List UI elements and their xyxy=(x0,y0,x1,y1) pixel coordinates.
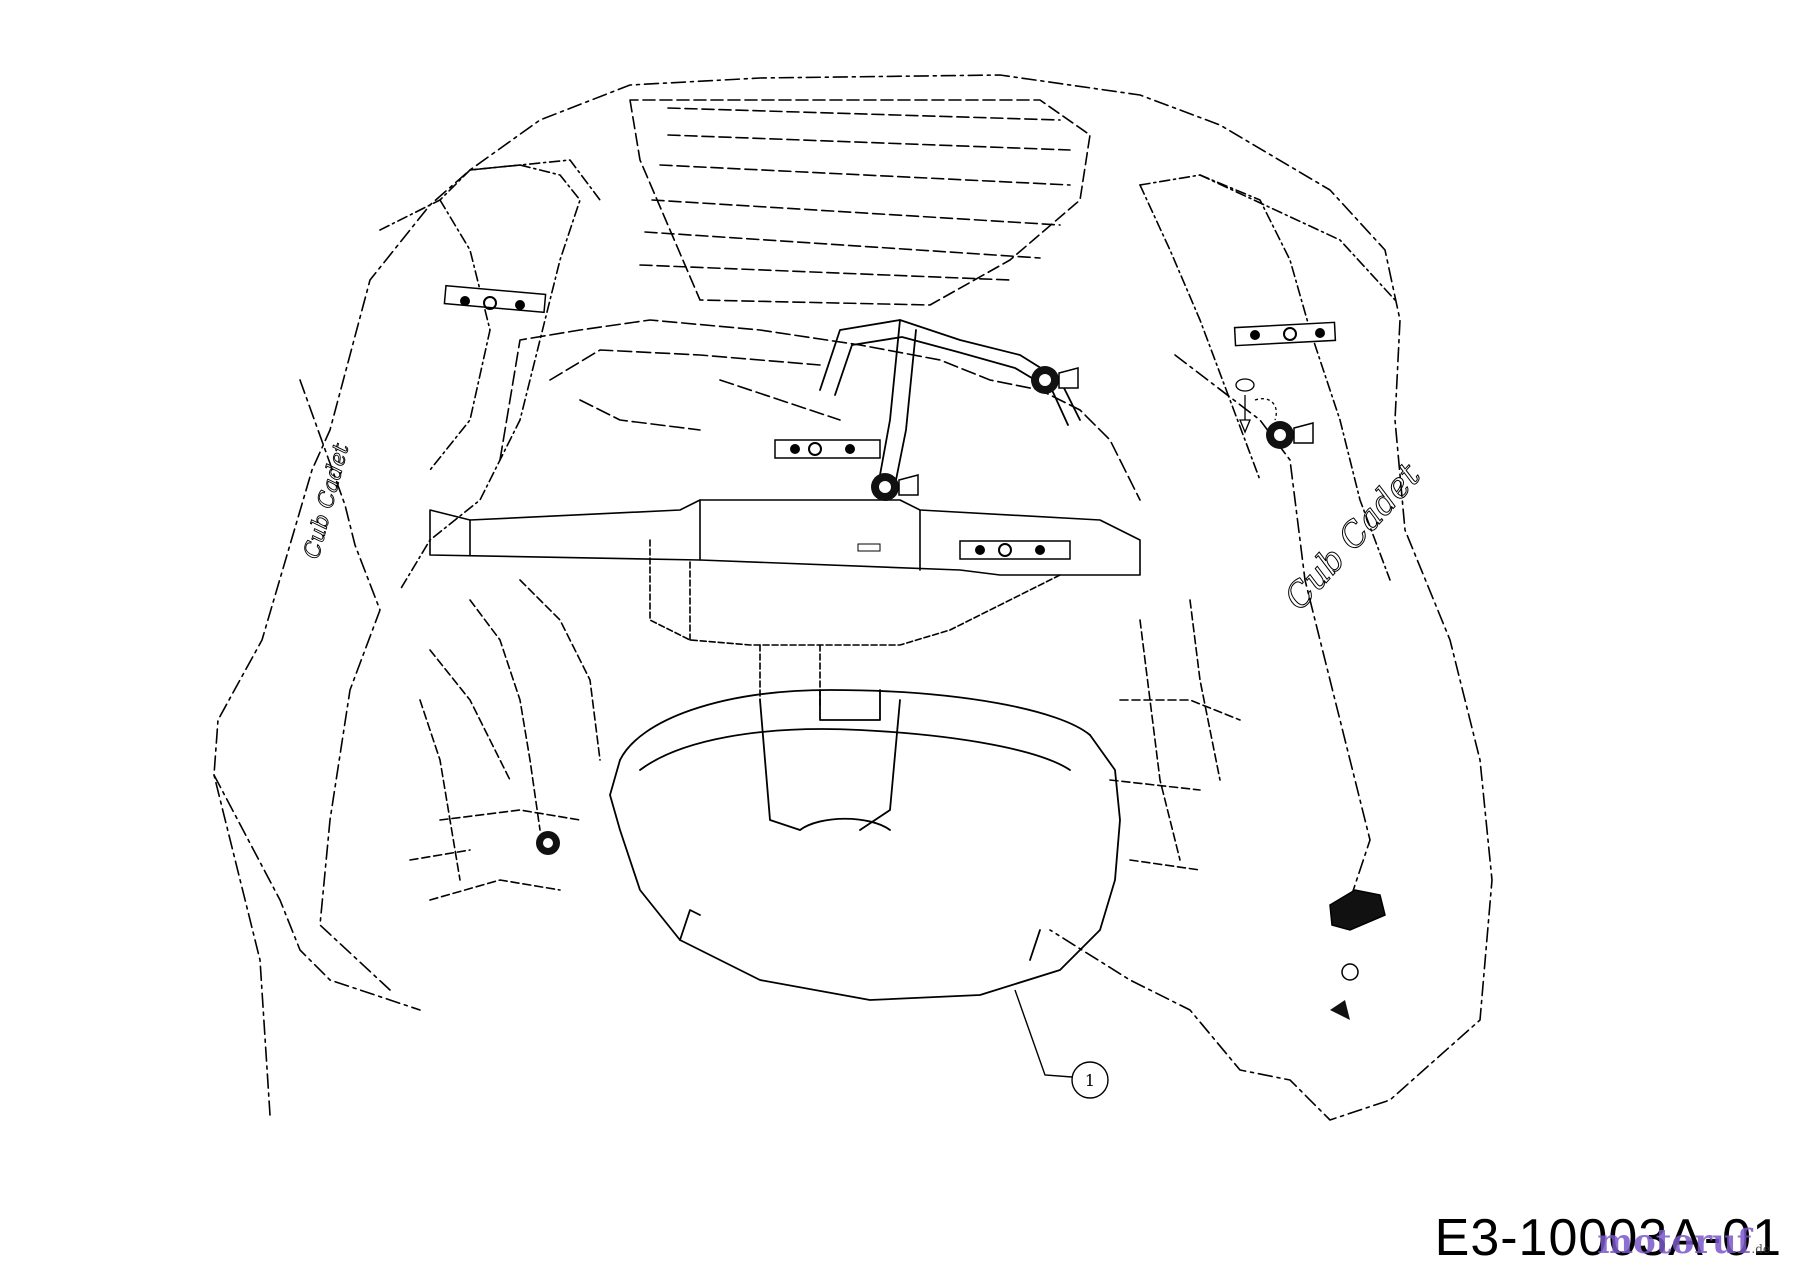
inner-frame xyxy=(499,319,1141,501)
knob-right-icon xyxy=(1266,421,1314,449)
lower-right-grille xyxy=(1109,599,1241,871)
knob-upper-icon xyxy=(1031,366,1079,394)
bracket-upper-left xyxy=(443,284,547,314)
left-side-panel xyxy=(379,159,601,591)
lower-left-grille xyxy=(409,579,601,901)
knob-center-icon xyxy=(871,473,919,501)
hood-outline xyxy=(213,74,1493,1121)
bowl xyxy=(609,689,1121,1001)
watermark-tld: .de xyxy=(1751,1242,1770,1256)
part-code: E3-10003A-01 xyxy=(1434,1209,1782,1267)
small-label-plate xyxy=(857,543,881,552)
svg-text:Cub Cadet: Cub Cadet xyxy=(300,441,355,562)
top-vent-panel xyxy=(629,99,1091,306)
hood-inner-left-edge xyxy=(299,379,391,991)
inner-box xyxy=(649,539,1061,706)
right-side-panel xyxy=(1139,174,1396,581)
watermark-name: motoruf xyxy=(1597,1222,1752,1262)
left-wing-flare xyxy=(213,774,421,1011)
bracket-upper-right xyxy=(1233,321,1337,347)
knob-lower-left-icon xyxy=(536,831,560,855)
cross-beam xyxy=(429,499,1141,576)
washer-arrow xyxy=(1235,378,1277,434)
brand-logo-left: Cub Cadet xyxy=(299,441,355,562)
latch-lower-right-icon xyxy=(1329,889,1386,1020)
bracket-center xyxy=(774,439,881,459)
bracket-lower-right xyxy=(959,540,1071,560)
callout-1: 1 xyxy=(1014,989,1109,1099)
hood-inner-right-edge xyxy=(1174,354,1371,901)
callout-1-label: 1 xyxy=(1085,1071,1095,1090)
watermark-logo: motoruf.de xyxy=(1597,1222,1770,1262)
